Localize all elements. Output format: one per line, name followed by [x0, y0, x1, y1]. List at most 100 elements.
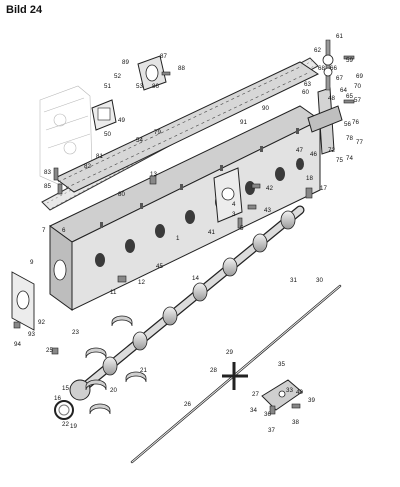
valve-cover [54, 61, 320, 193]
callout-34: 34 [250, 407, 257, 414]
callout-81: 81 [96, 153, 103, 160]
callout-83: 83 [44, 169, 51, 176]
cam-lobes [102, 210, 296, 376]
callout-87: 87 [160, 53, 167, 60]
bearing-caps [85, 315, 147, 415]
callout-39: 39 [308, 397, 315, 404]
callout-26: 26 [184, 401, 191, 408]
callout-60: 60 [302, 89, 309, 96]
side-gasket [213, 167, 243, 223]
callout-66: 66 [330, 65, 337, 72]
callout-23: 23 [72, 329, 79, 336]
callout-27: 27 [252, 391, 259, 398]
callout-51: 51 [104, 83, 111, 90]
callout-53: 53 [136, 83, 143, 90]
callout-43: 43 [264, 207, 271, 214]
end-plate-gasket [11, 271, 35, 331]
callout-36: 36 [264, 411, 271, 418]
callout-30: 30 [316, 277, 323, 284]
callout-74: 74 [346, 155, 353, 162]
callout-28: 28 [210, 367, 217, 374]
callout-33: 33 [286, 387, 293, 394]
callout-12: 12 [138, 279, 145, 286]
oil-pipe [130, 284, 342, 464]
callout-68: 68 [318, 65, 325, 72]
callout-38: 38 [292, 419, 299, 426]
callout-79: 79 [154, 129, 161, 136]
callout-92: 92 [38, 319, 45, 326]
callout-31: 31 [290, 277, 297, 284]
inspection-cover [137, 55, 167, 91]
callout-90: 90 [262, 105, 269, 112]
callout-62: 62 [314, 47, 321, 54]
callout-40: 40 [296, 389, 303, 396]
callout-6: 6 [62, 227, 66, 234]
callout-72: 72 [328, 147, 335, 154]
callout-25: 25 [46, 347, 53, 354]
callout-16: 16 [54, 395, 61, 402]
callout-64: 64 [340, 87, 347, 94]
callout-20: 20 [110, 387, 117, 394]
callout-46: 46 [310, 151, 317, 158]
callout-14: 14 [192, 275, 199, 282]
figure-title: Bild 24 [6, 4, 43, 16]
callout-37: 37 [268, 427, 275, 434]
bolts [13, 55, 355, 415]
callout-69: 69 [356, 73, 363, 80]
callout-76: 76 [352, 119, 359, 126]
callout-1: 1 [176, 235, 180, 242]
callout-21: 21 [140, 367, 147, 374]
callout-7: 7 [42, 227, 46, 234]
flange-gasket [91, 99, 117, 131]
callout-85: 85 [44, 183, 51, 190]
callout-75: 75 [336, 157, 343, 164]
callout-47: 47 [296, 147, 303, 154]
callout-17: 17 [320, 185, 327, 192]
cylinder-head [49, 105, 321, 311]
callout-61: 61 [336, 33, 343, 40]
callout-52: 52 [114, 73, 121, 80]
callout-56: 56 [344, 121, 351, 128]
callout-9: 9 [30, 259, 34, 266]
callout-49: 49 [118, 117, 125, 124]
callout-94: 94 [14, 341, 21, 348]
mounting-bracket [261, 379, 303, 411]
callout-5: 5 [240, 225, 244, 232]
callout-91: 91 [240, 119, 247, 126]
callout-57: 57 [354, 97, 361, 104]
callout-3: 3 [232, 211, 236, 218]
callout-63: 63 [304, 81, 311, 88]
callout-86: 86 [152, 83, 159, 90]
callout-78: 78 [346, 135, 353, 142]
callout-15: 15 [62, 385, 69, 392]
callout-77: 77 [356, 139, 363, 146]
callout-65: 65 [346, 93, 353, 100]
callout-45: 45 [156, 263, 163, 270]
callout-labels: 1345679111213141516171819202122232526272… [14, 33, 363, 434]
callout-80: 80 [118, 191, 125, 198]
callout-88: 88 [178, 65, 185, 72]
callout-89: 89 [122, 59, 129, 66]
callout-19: 19 [70, 423, 77, 430]
callout-70: 70 [354, 83, 361, 90]
callout-54: 54 [136, 137, 143, 144]
callout-13: 13 [150, 171, 157, 178]
callout-35: 35 [278, 361, 285, 368]
callout-93: 93 [28, 331, 35, 338]
callout-22: 22 [62, 421, 69, 428]
callout-48: 48 [328, 95, 335, 102]
seal-ring [54, 400, 74, 420]
callout-59: 59 [346, 57, 353, 64]
callout-50: 50 [104, 131, 111, 138]
callout-67: 67 [336, 75, 343, 82]
callout-4: 4 [232, 201, 236, 208]
callout-42: 42 [266, 185, 273, 192]
callout-82: 82 [84, 163, 91, 170]
callout-41: 41 [208, 229, 215, 236]
callout-18: 18 [306, 175, 313, 182]
head-studs [100, 128, 299, 228]
rocker-assembly [307, 39, 343, 155]
camshaft [69, 205, 305, 401]
